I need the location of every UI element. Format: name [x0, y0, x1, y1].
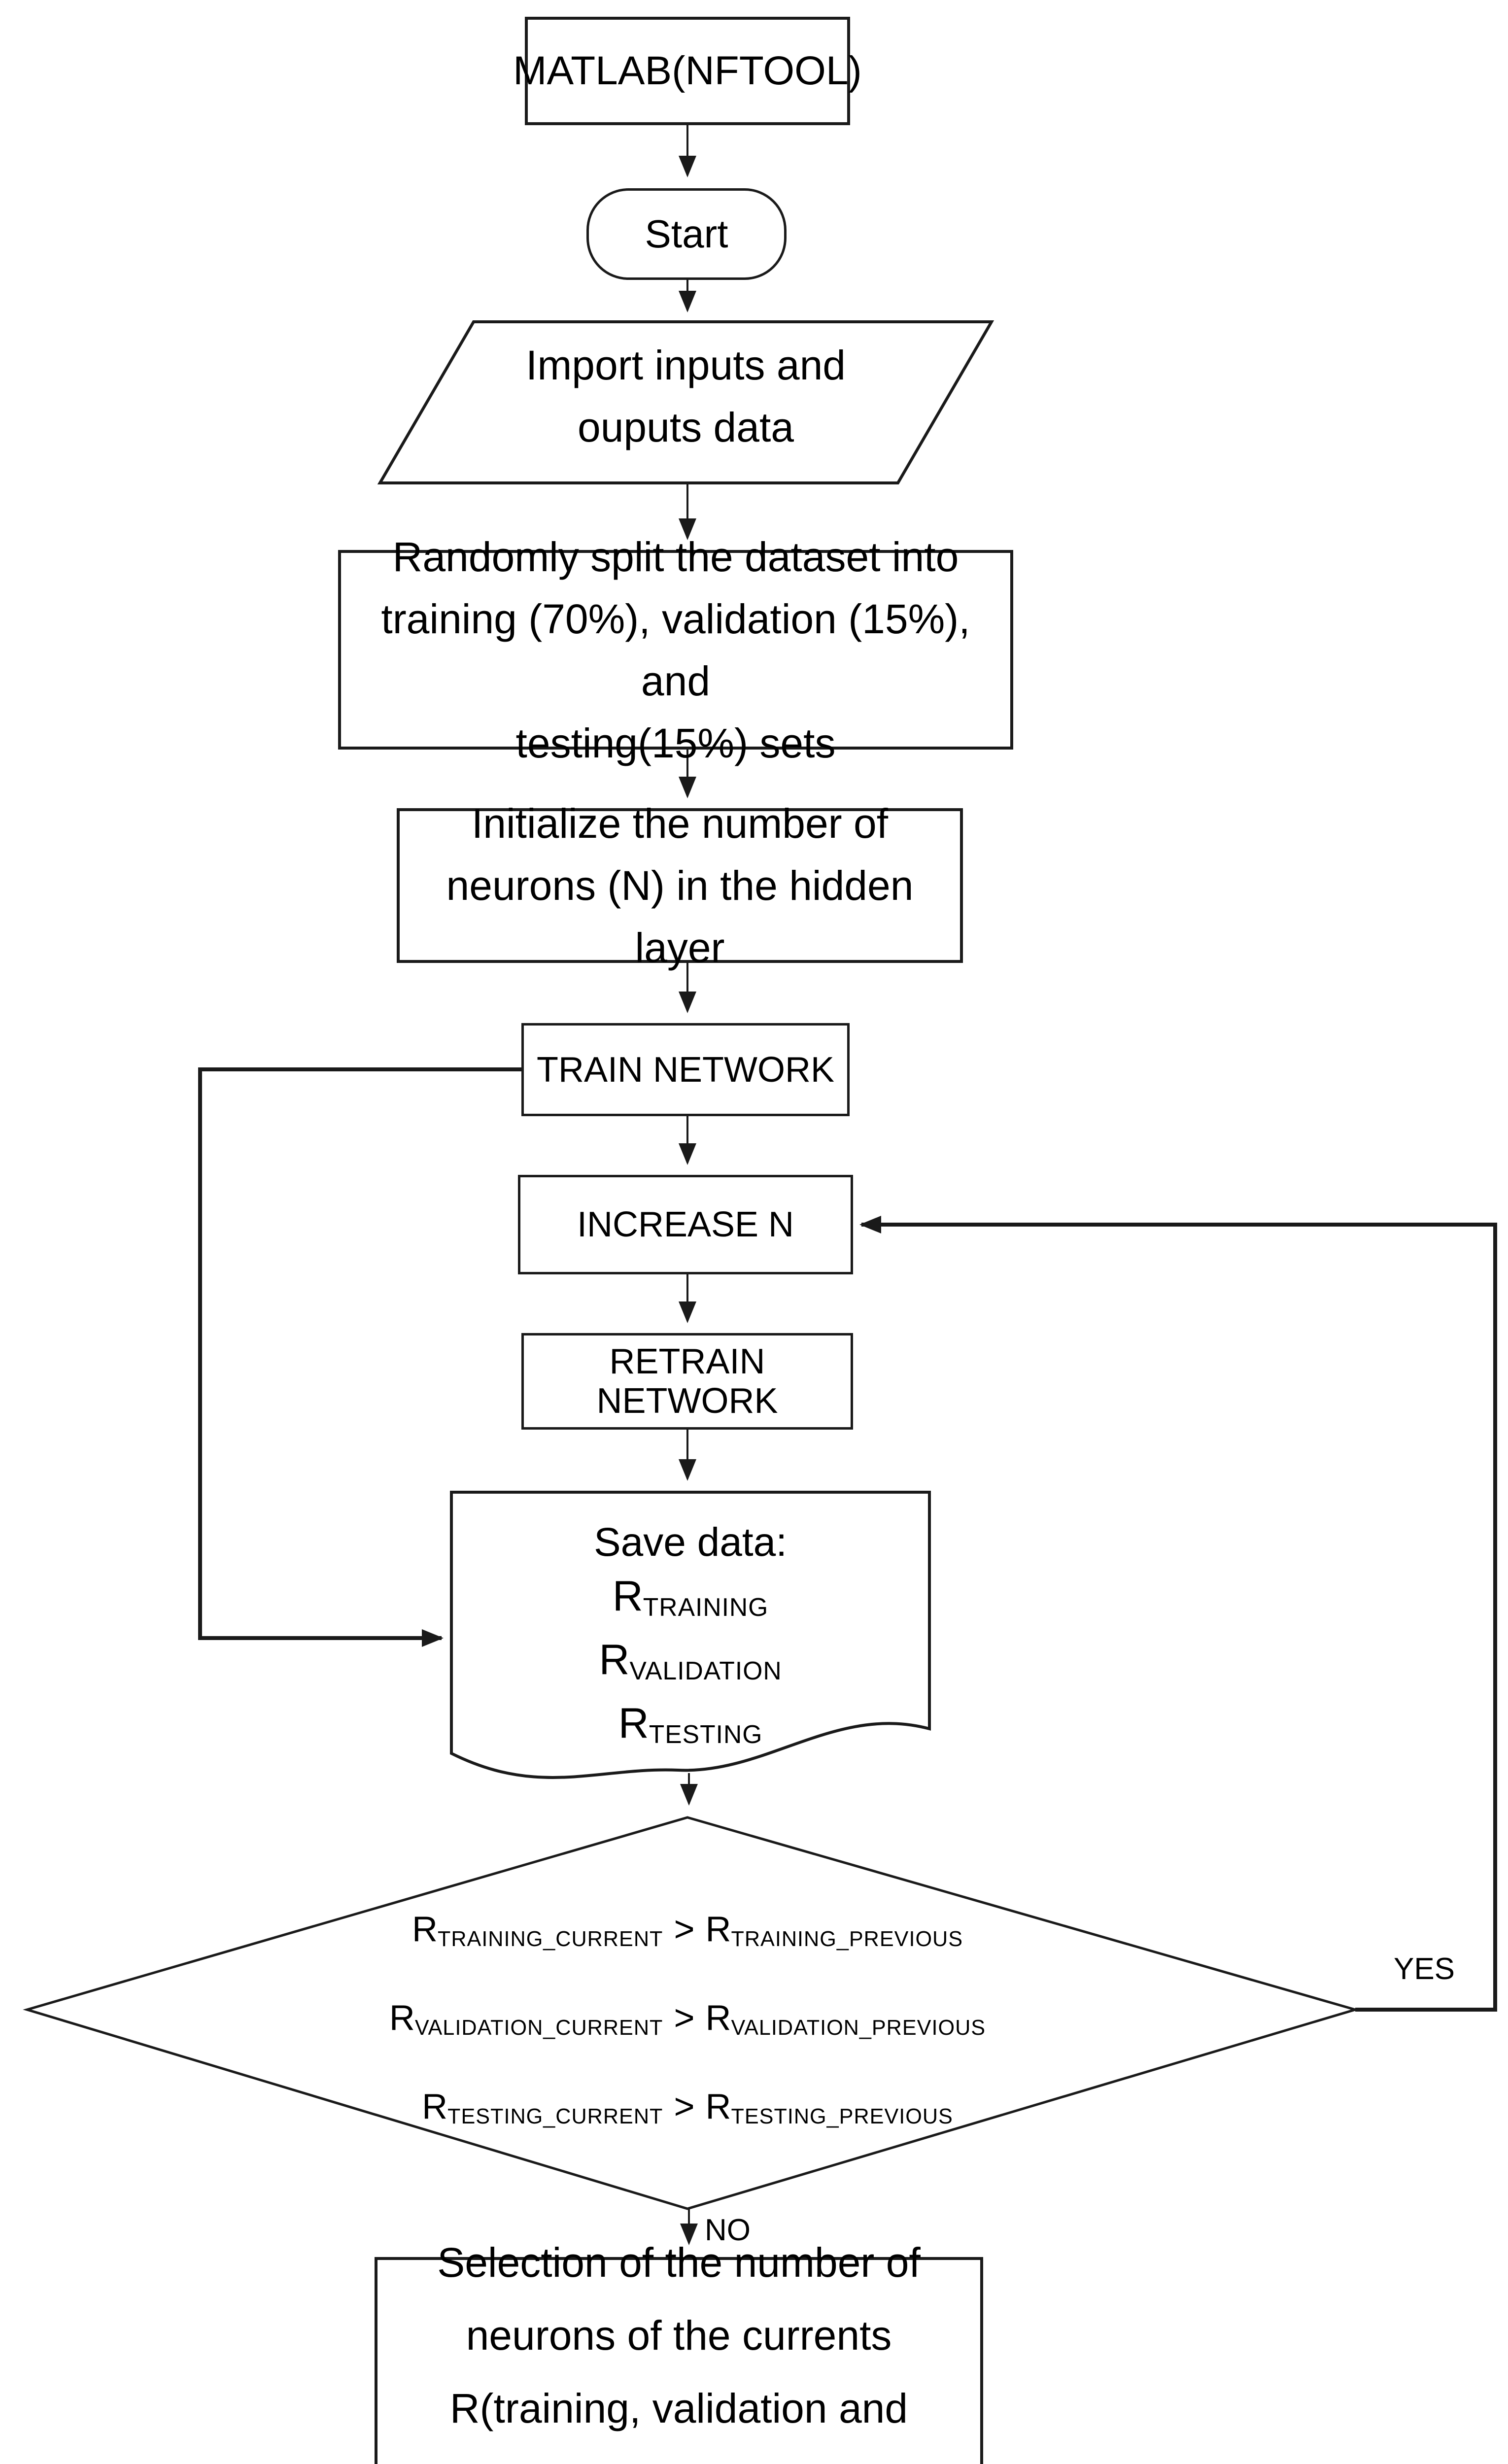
- r-subscript: TESTING: [649, 1720, 763, 1749]
- decision-row: RTRAINING_CURRENT>RTRAINING_PREVIOUS: [412, 1887, 963, 1976]
- node-start: Start: [586, 188, 787, 280]
- node-split-dataset: Randomly split the dataset into training…: [338, 534, 1013, 766]
- import-line2: ouputs data: [577, 404, 794, 450]
- no-label: NO: [705, 2213, 751, 2247]
- save-data-item: RTRAINING: [613, 1567, 769, 1631]
- r-base: R: [705, 1998, 731, 2038]
- node-selection-neurons: Selection of the number of neurons of th…: [375, 2239, 983, 2464]
- save-data-item: RTESTING: [618, 1694, 763, 1758]
- init-line1: Initialize the number of: [471, 800, 889, 847]
- node-matlab-nftool-label: MATLAB(NFTOOL): [513, 48, 862, 93]
- decision-diamond: [23, 1816, 1360, 2210]
- greater-than-operator: >: [674, 1998, 695, 2038]
- r-base: R: [411, 1910, 438, 1949]
- node-start-label: Start: [645, 212, 728, 256]
- node-decision-text: RTRAINING_CURRENT>RTRAINING_PREVIOUS RVA…: [195, 1887, 1180, 2154]
- import-data-parallelogram: [377, 320, 994, 484]
- r-subscript: TRAINING: [643, 1593, 769, 1622]
- r-base: R: [705, 2087, 731, 2126]
- r-subscript: TESTING_PREVIOUS: [731, 2104, 953, 2128]
- r-base: R: [705, 1910, 731, 1949]
- decision-row: RVALIDATION_CURRENT>RVALIDATION_PREVIOUS: [389, 1976, 986, 2065]
- selection-line2: neurons of the currents: [466, 2312, 892, 2359]
- node-train-network: TRAIN NETWORK: [521, 1023, 850, 1116]
- save-data-title: Save data:: [593, 1520, 788, 1565]
- node-save-data-text: Save data: RTRAINING RVALIDATION RTESTIN…: [451, 1518, 929, 1758]
- r-base: R: [389, 1998, 415, 2038]
- selection-line3: R(training, validation and testing): [449, 2385, 908, 2464]
- retrain-network-label: RETRAIN NETWORK: [596, 1342, 778, 1421]
- decision-row: RTESTING_CURRENT>RTESTING_PREVIOUS: [422, 2065, 953, 2154]
- init-line2: neurons (N) in the hidden layer: [446, 862, 914, 971]
- import-line1: Import inputs and: [525, 342, 846, 388]
- r-subscript: TRAINING_CURRENT: [437, 1927, 663, 1951]
- r-subscript: TRAINING_PREVIOUS: [731, 1927, 963, 1951]
- node-import-data-text: Import inputs and ouputs data: [380, 334, 992, 458]
- r-subscript: VALIDATION: [629, 1656, 782, 1685]
- greater-than-operator: >: [674, 2087, 695, 2126]
- r-base: R: [422, 2087, 448, 2126]
- split-line2: training (70%), validation (15%), and: [381, 595, 970, 704]
- save-data-document-shape: [450, 1491, 931, 1779]
- r-base: R: [599, 1636, 630, 1683]
- r-subscript: VALIDATION_CURRENT: [414, 2016, 663, 2040]
- save-data-item: RVALIDATION: [599, 1631, 782, 1694]
- increase-n-label: INCREASE N: [577, 1205, 794, 1244]
- r-base: R: [612, 1573, 643, 1620]
- greater-than-operator: >: [674, 1910, 695, 1949]
- train-network-label: TRAIN NETWORK: [537, 1050, 834, 1090]
- edge-decision-yes-loop: [859, 1216, 1497, 2012]
- r-base: R: [618, 1700, 649, 1747]
- r-subscript: TESTING_CURRENT: [447, 2104, 663, 2128]
- node-initialize-neurons: Initialize the number of neurons (N) in …: [397, 800, 963, 971]
- node-matlab-nftool: MATLAB(NFTOOL): [513, 17, 862, 125]
- node-retrain-network: RETRAIN NETWORK: [521, 1333, 853, 1430]
- split-line3: testing(15%) sets: [515, 719, 836, 766]
- selection-line1: Selection of the number of: [437, 2239, 921, 2286]
- r-subscript: VALIDATION_PREVIOUS: [731, 2016, 986, 2040]
- yes-label: YES: [1393, 1952, 1455, 1986]
- node-increase-n: INCREASE N: [518, 1175, 853, 1274]
- split-line1: Randomly split the dataset into: [392, 533, 959, 580]
- edge-train-save-loop: [198, 1067, 521, 1647]
